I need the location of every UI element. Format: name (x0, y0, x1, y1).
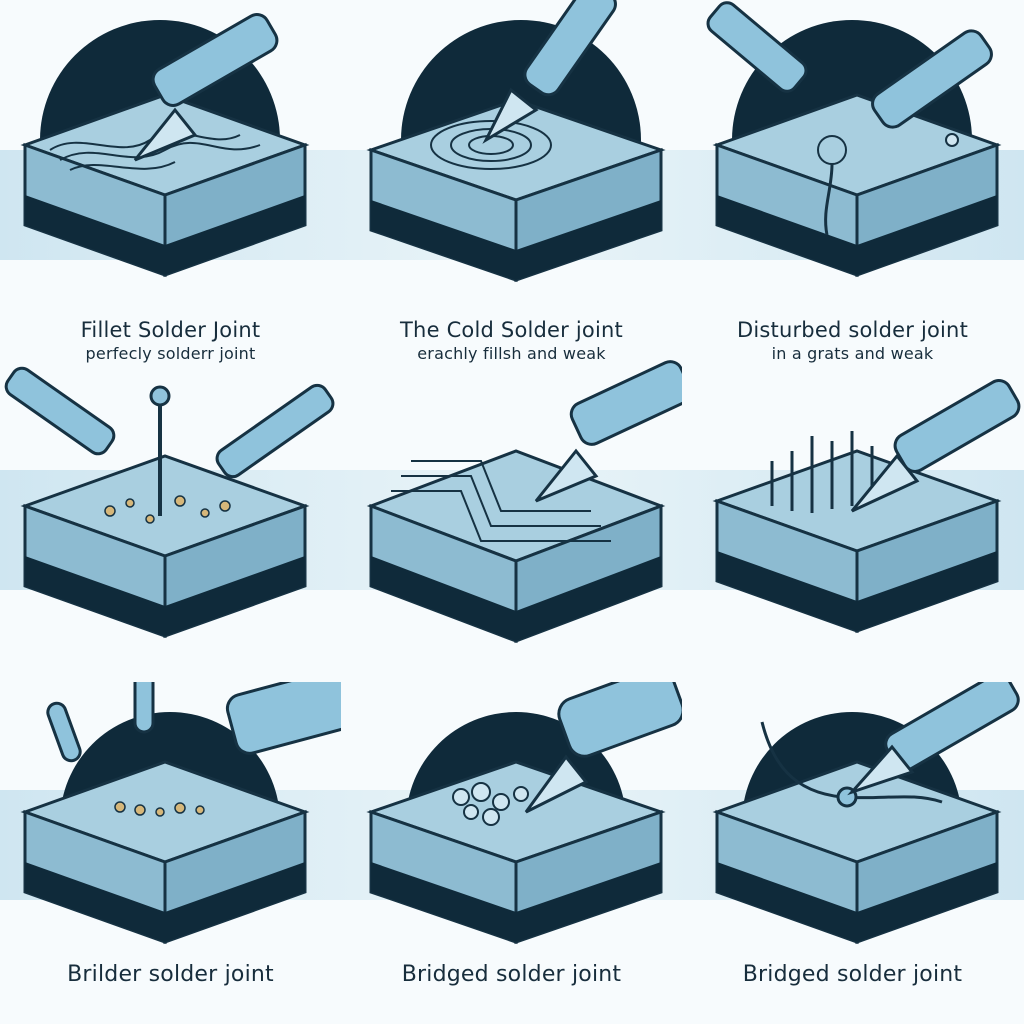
panel-subtitle: erachly fillsh and weak (417, 344, 606, 363)
solder-block-illustration (706, 1, 1002, 278)
panel-subtitle: in a grats and weak (771, 344, 934, 363)
panel-traces-joint (341, 341, 682, 682)
solder-block-illustration (20, 13, 310, 278)
panel-two-irons-joint (0, 341, 341, 682)
panel-caption: Disturbed solder joint in a grats and we… (682, 318, 1023, 364)
panel-title: Bridged solder joint (742, 962, 963, 987)
solder-block-illustration (20, 682, 341, 945)
panel-cold-solder-joint: The Cold Solder joint erachly fillsh and… (341, 0, 682, 363)
panel-subtitle: perfecly solderr joint (85, 344, 256, 363)
panel-caption: Bridged solder joint (341, 963, 682, 987)
panel-caption: Fillet Solder Joint perfecly solderr joi… (0, 318, 341, 364)
panel-title: Brilder solder joint (67, 962, 274, 987)
panel-title: Disturbed solder joint (736, 318, 969, 342)
solder-block-illustration (4, 366, 335, 639)
solder-block-illustration (366, 360, 682, 644)
panel-bridged-solder-joint-2: Bridged solder joint (682, 682, 1023, 1023)
panel-title: Fillet Solder Joint (80, 318, 261, 342)
panel-caption: Bridged solder joint (682, 963, 1023, 987)
solder-block-illustration (712, 379, 1021, 634)
panel-fillet-solder-joint: Fillet Solder Joint perfecly solderr joi… (0, 0, 341, 363)
panel-caption: Brilder solder joint (0, 963, 341, 987)
panel-disturbed-solder-joint: Disturbed solder joint in a grats and we… (682, 0, 1023, 363)
panel-title: Bridged solder joint (401, 962, 622, 987)
panel-brilder-solder-joint: Brilder solder joint (0, 682, 341, 1023)
panel-spiky-joint (682, 341, 1023, 682)
solder-block-illustration (366, 682, 682, 945)
panel-bridged-solder-joint-1: Bridged solder joint (341, 682, 682, 1023)
solder-block-illustration (366, 0, 666, 283)
panel-caption: The Cold Solder joint erachly fillsh and… (341, 318, 682, 364)
solder-block-illustration (712, 682, 1020, 945)
panel-title: The Cold Solder joint (400, 318, 623, 342)
